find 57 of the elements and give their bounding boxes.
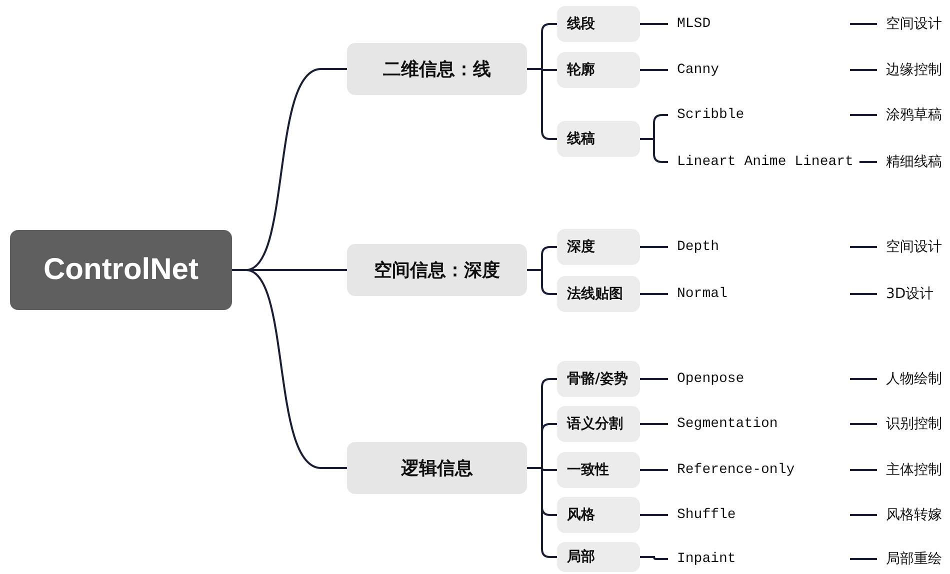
connector-line (640, 246, 668, 248)
category-box: 局部 (557, 542, 640, 572)
category-box: 风格 (557, 497, 640, 533)
category-box: 一致性 (557, 452, 640, 488)
category-box: 线稿 (557, 121, 640, 157)
use-label: 空间设计 (886, 237, 950, 257)
topic-box: 空间信息：深度 (347, 244, 527, 296)
connector-line (232, 269, 347, 469)
category-box: 轮廓 (557, 52, 640, 88)
use-label: 风格转嫁 (886, 505, 950, 525)
connector-line (850, 114, 877, 116)
connector-line (850, 423, 877, 425)
use-label: 涂鸦草稿 (886, 105, 950, 125)
connector-line (850, 469, 877, 471)
category-box: 骨骼/姿势 (557, 361, 640, 397)
method-label: Reference-only (677, 460, 807, 480)
connector-line (850, 23, 877, 25)
method-label: Normal (677, 284, 807, 304)
category-box: 深度 (557, 229, 640, 265)
use-label: 3D设计 (886, 284, 950, 304)
use-label: 局部重绘 (886, 549, 950, 569)
connector-line (859, 161, 877, 163)
use-label: 精细线稿 (886, 152, 950, 172)
topic-box: 二维信息：线 (347, 43, 527, 95)
method-label: Segmentation (677, 414, 807, 434)
use-label: 识别控制 (886, 414, 950, 434)
connector-line (850, 514, 877, 516)
category-box: 线段 (557, 6, 640, 42)
method-label: Lineart Anime Lineart (677, 152, 857, 172)
connector-line (850, 293, 877, 295)
category-box: 法线贴图 (557, 276, 640, 312)
use-label: 边缘控制 (886, 60, 950, 80)
topic-box: 逻辑信息 (347, 442, 527, 494)
use-label: 人物绘制 (886, 369, 950, 389)
method-label: MLSD (677, 14, 807, 34)
connector-line (850, 378, 877, 380)
use-label: 空间设计 (886, 14, 950, 34)
connector-line (640, 423, 668, 425)
connector-line (640, 23, 668, 25)
connector-line (850, 69, 877, 71)
method-label: Shuffle (677, 505, 807, 525)
connector-line (640, 469, 668, 471)
root-box: ControlNet (10, 230, 232, 310)
method-label: Depth (677, 237, 807, 257)
connector-line (640, 514, 668, 516)
category-box: 语义分割 (557, 406, 640, 442)
connector-line (640, 69, 668, 71)
connector-line (640, 556, 668, 560)
connector-line (640, 293, 668, 295)
use-label: 主体控制 (886, 460, 950, 480)
method-label: Scribble (677, 105, 807, 125)
connector-line (850, 558, 877, 560)
method-label: Canny (677, 60, 807, 80)
method-label: Inpaint (677, 549, 807, 569)
method-label: Openpose (677, 369, 807, 389)
connector-line (640, 378, 668, 380)
connector-line (850, 246, 877, 248)
